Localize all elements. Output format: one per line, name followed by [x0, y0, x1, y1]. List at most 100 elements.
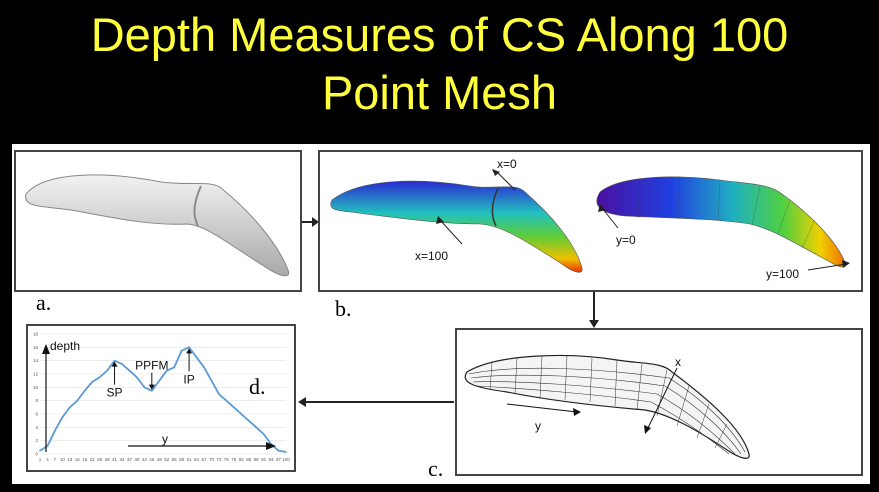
x-tick-label: 13 — [67, 457, 73, 462]
x-tick-label: 100 — [282, 457, 290, 462]
data-point — [210, 379, 213, 382]
x-tick-label: 58 — [179, 457, 185, 462]
x-tick-label: 4 — [46, 457, 49, 462]
data-point — [225, 399, 228, 402]
annotation-arrowhead — [111, 361, 118, 367]
x-tick-label: 49 — [157, 457, 163, 462]
data-point — [151, 389, 153, 392]
x-tick-label: 37 — [127, 457, 133, 462]
arrow-b-to-c — [589, 292, 599, 328]
x-tick-label: 91 — [261, 457, 267, 462]
label-x: x — [675, 355, 681, 369]
label-y: y — [535, 419, 541, 433]
data-point — [240, 413, 243, 415]
slide-title: Depth Measures of CS Along 100 Point Mes… — [0, 6, 879, 122]
mesh-wireframe: y x — [464, 354, 750, 459]
data-point — [121, 363, 123, 365]
x-tick-label: 64 — [194, 457, 200, 462]
data-point — [106, 369, 108, 372]
x-tick-label: 55 — [172, 457, 178, 462]
annotation-ip: IP — [183, 372, 194, 386]
arrow-c-to-d — [298, 397, 454, 407]
data-point — [143, 386, 146, 389]
data-point — [255, 426, 257, 429]
annotation-ppfm: PPFM — [135, 359, 168, 373]
x-tick-label: 19 — [82, 457, 88, 462]
data-point — [136, 376, 138, 379]
data-point — [98, 376, 101, 379]
y-tick-label: 18 — [33, 332, 39, 337]
x-tick-label: 73 — [216, 457, 222, 462]
data-point — [83, 389, 86, 392]
x-tick-label: 43 — [142, 457, 148, 462]
panel-label-a: a. — [36, 290, 52, 315]
x-tick-label: 61 — [187, 457, 193, 462]
y-tick-label: 4 — [35, 425, 38, 430]
panel-label-d: d. — [249, 374, 266, 399]
x-tick-label: 85 — [246, 457, 252, 462]
y-tick-label: 16 — [33, 345, 39, 350]
data-point — [46, 445, 49, 447]
y-tick-label: 10 — [33, 385, 39, 390]
x-tick-label: 88 — [254, 457, 260, 462]
panel-label-c: c. — [428, 456, 444, 481]
x-tick-label: 28 — [105, 457, 111, 462]
data-point — [277, 449, 280, 452]
data-point — [203, 366, 205, 369]
data-point — [195, 356, 198, 359]
x-axis-label: y — [162, 432, 168, 446]
data-point — [91, 381, 93, 383]
x-tick-label: 31 — [112, 457, 118, 462]
y-tick-label: 8 — [35, 398, 38, 403]
y-tick-label: 12 — [33, 372, 39, 377]
y-tick-label: 6 — [35, 412, 38, 417]
y-tick-label: 2 — [35, 438, 38, 443]
x-tick-label: 22 — [90, 457, 96, 462]
x-tick-label: 1 — [39, 457, 42, 462]
data-point — [61, 416, 64, 419]
x-tick-label: 16 — [75, 457, 81, 462]
title-line-1: Depth Measures of CS Along 100 — [90, 8, 789, 61]
x-tick-label: 7 — [54, 457, 57, 462]
x-tick-label: 25 — [97, 457, 103, 462]
x-tick-label: 52 — [164, 457, 170, 462]
arrow-a-to-b — [302, 217, 319, 227]
y-axis-label: depth — [50, 339, 80, 353]
brain-sulcus-render — [25, 174, 290, 277]
data-point — [285, 451, 287, 453]
label-y0: y=0 — [616, 233, 636, 247]
data-point — [180, 349, 183, 352]
x-tick-label: 82 — [239, 457, 245, 462]
data-point — [128, 369, 131, 372]
depth-series-line — [39, 346, 287, 453]
x-tick-label: 40 — [134, 457, 140, 462]
x-tick-label: 67 — [201, 457, 207, 462]
annotation-arrowhead — [148, 384, 155, 390]
data-point — [39, 449, 41, 452]
annotation-sp: SP — [107, 386, 123, 400]
annotation-arrowhead — [186, 348, 193, 354]
x-tick-label: 94 — [269, 457, 275, 462]
label-y100: y=100 — [766, 267, 799, 281]
colored-meshes: x=0 x=100 y=0 y=100 — [330, 157, 850, 281]
title-line-2: Point Mesh — [321, 66, 558, 119]
label-x0: x=0 — [497, 157, 517, 171]
data-point — [69, 406, 71, 409]
data-point — [233, 406, 235, 409]
data-point — [158, 379, 161, 382]
data-point — [188, 346, 190, 349]
x-tick-label: 34 — [119, 457, 125, 462]
data-point — [165, 369, 168, 372]
data-point — [262, 433, 265, 435]
data-point — [218, 393, 220, 395]
data-point — [173, 366, 175, 369]
x-tick-label: 97 — [276, 457, 282, 462]
label-x100: x=100 — [415, 249, 448, 263]
x-tick-label: 79 — [231, 457, 237, 462]
panel-b: x=0 x=100 y=0 y=100 — [318, 150, 863, 292]
x-tick-label: 46 — [149, 457, 155, 462]
data-point — [76, 399, 79, 402]
data-point — [54, 429, 56, 432]
